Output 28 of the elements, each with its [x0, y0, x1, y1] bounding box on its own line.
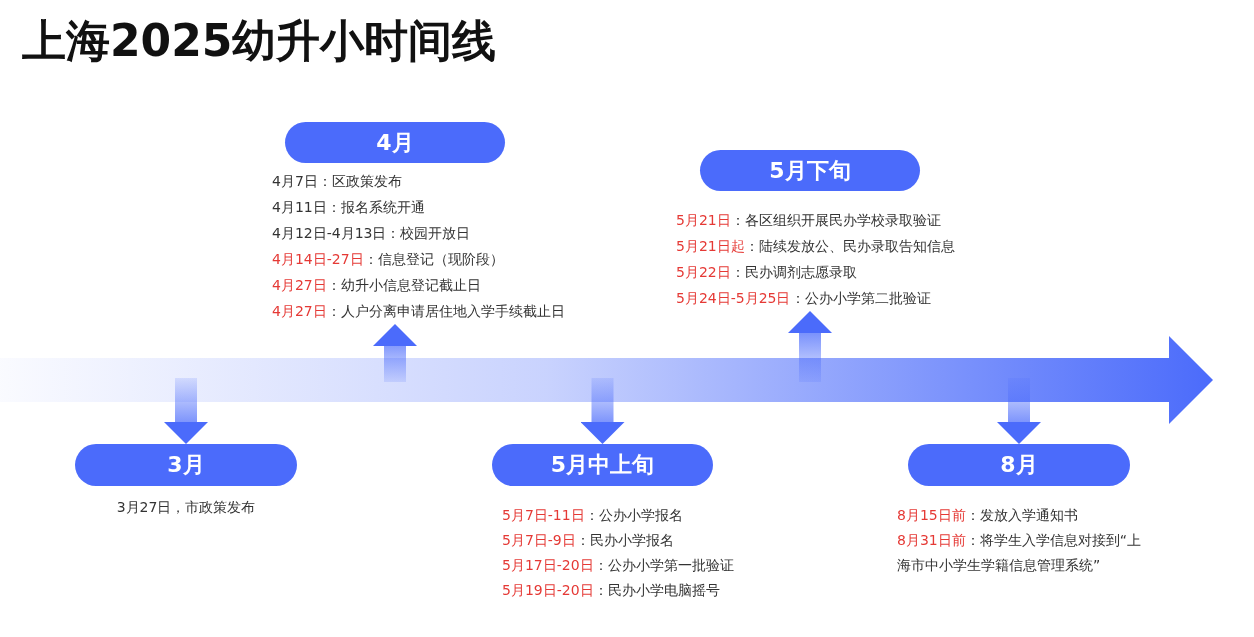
event-item: 4月27日：人户分离申请居住地入学手续截止日: [272, 302, 565, 321]
event-item: 4月11日：报名系统开通: [272, 198, 425, 217]
event-item: 8月15日前：发放入学通知书: [897, 506, 1078, 525]
arrow: [997, 378, 1041, 444]
event-item: 4月14日-27日：信息登记（现阶段）: [272, 250, 504, 269]
event-item: 5月21日：各区组织开展民办学校录取验证: [676, 211, 941, 230]
event-item: 5月19日-20日：民办小学电脑摇号: [502, 581, 720, 600]
arrow: [164, 378, 208, 444]
arrow: [373, 324, 417, 382]
event-item: 4月12日-4月13日：校园开放日: [272, 224, 471, 243]
event-item: 5月22日：民办调剂志愿录取: [676, 263, 857, 282]
event-item: 5月24日-5月25日：公办小学第二批验证: [676, 289, 931, 308]
event-item: 5月7日-9日：民办小学报名: [502, 531, 674, 550]
event-item: 4月7日：区政策发布: [272, 172, 402, 191]
arrow: [788, 311, 832, 382]
page-title: 上海2025幼升小时间线: [22, 14, 497, 68]
period-pill: 5月中上旬: [492, 444, 713, 486]
period-pill: 3月: [75, 444, 297, 486]
period-pill: 8月: [908, 444, 1130, 486]
period-pill: 5月下旬: [700, 150, 920, 191]
event-item: 8月31日前：将学生入学信息对接到“上海市中小学生学籍信息管理系统”: [897, 531, 1142, 575]
event-item: 5月17日-20日：公办小学第一批验证: [502, 556, 734, 575]
arrow: [580, 378, 625, 444]
event-item: 5月21日起：陆续发放公、民办录取告知信息: [676, 237, 955, 256]
event-item: 5月7日-11日：公办小学报名: [502, 506, 683, 525]
event-item: 3月27日，市政策发布: [116, 498, 256, 517]
event-item: 4月27日：幼升小信息登记截止日: [272, 276, 481, 295]
period-pill: 4月: [285, 122, 505, 163]
